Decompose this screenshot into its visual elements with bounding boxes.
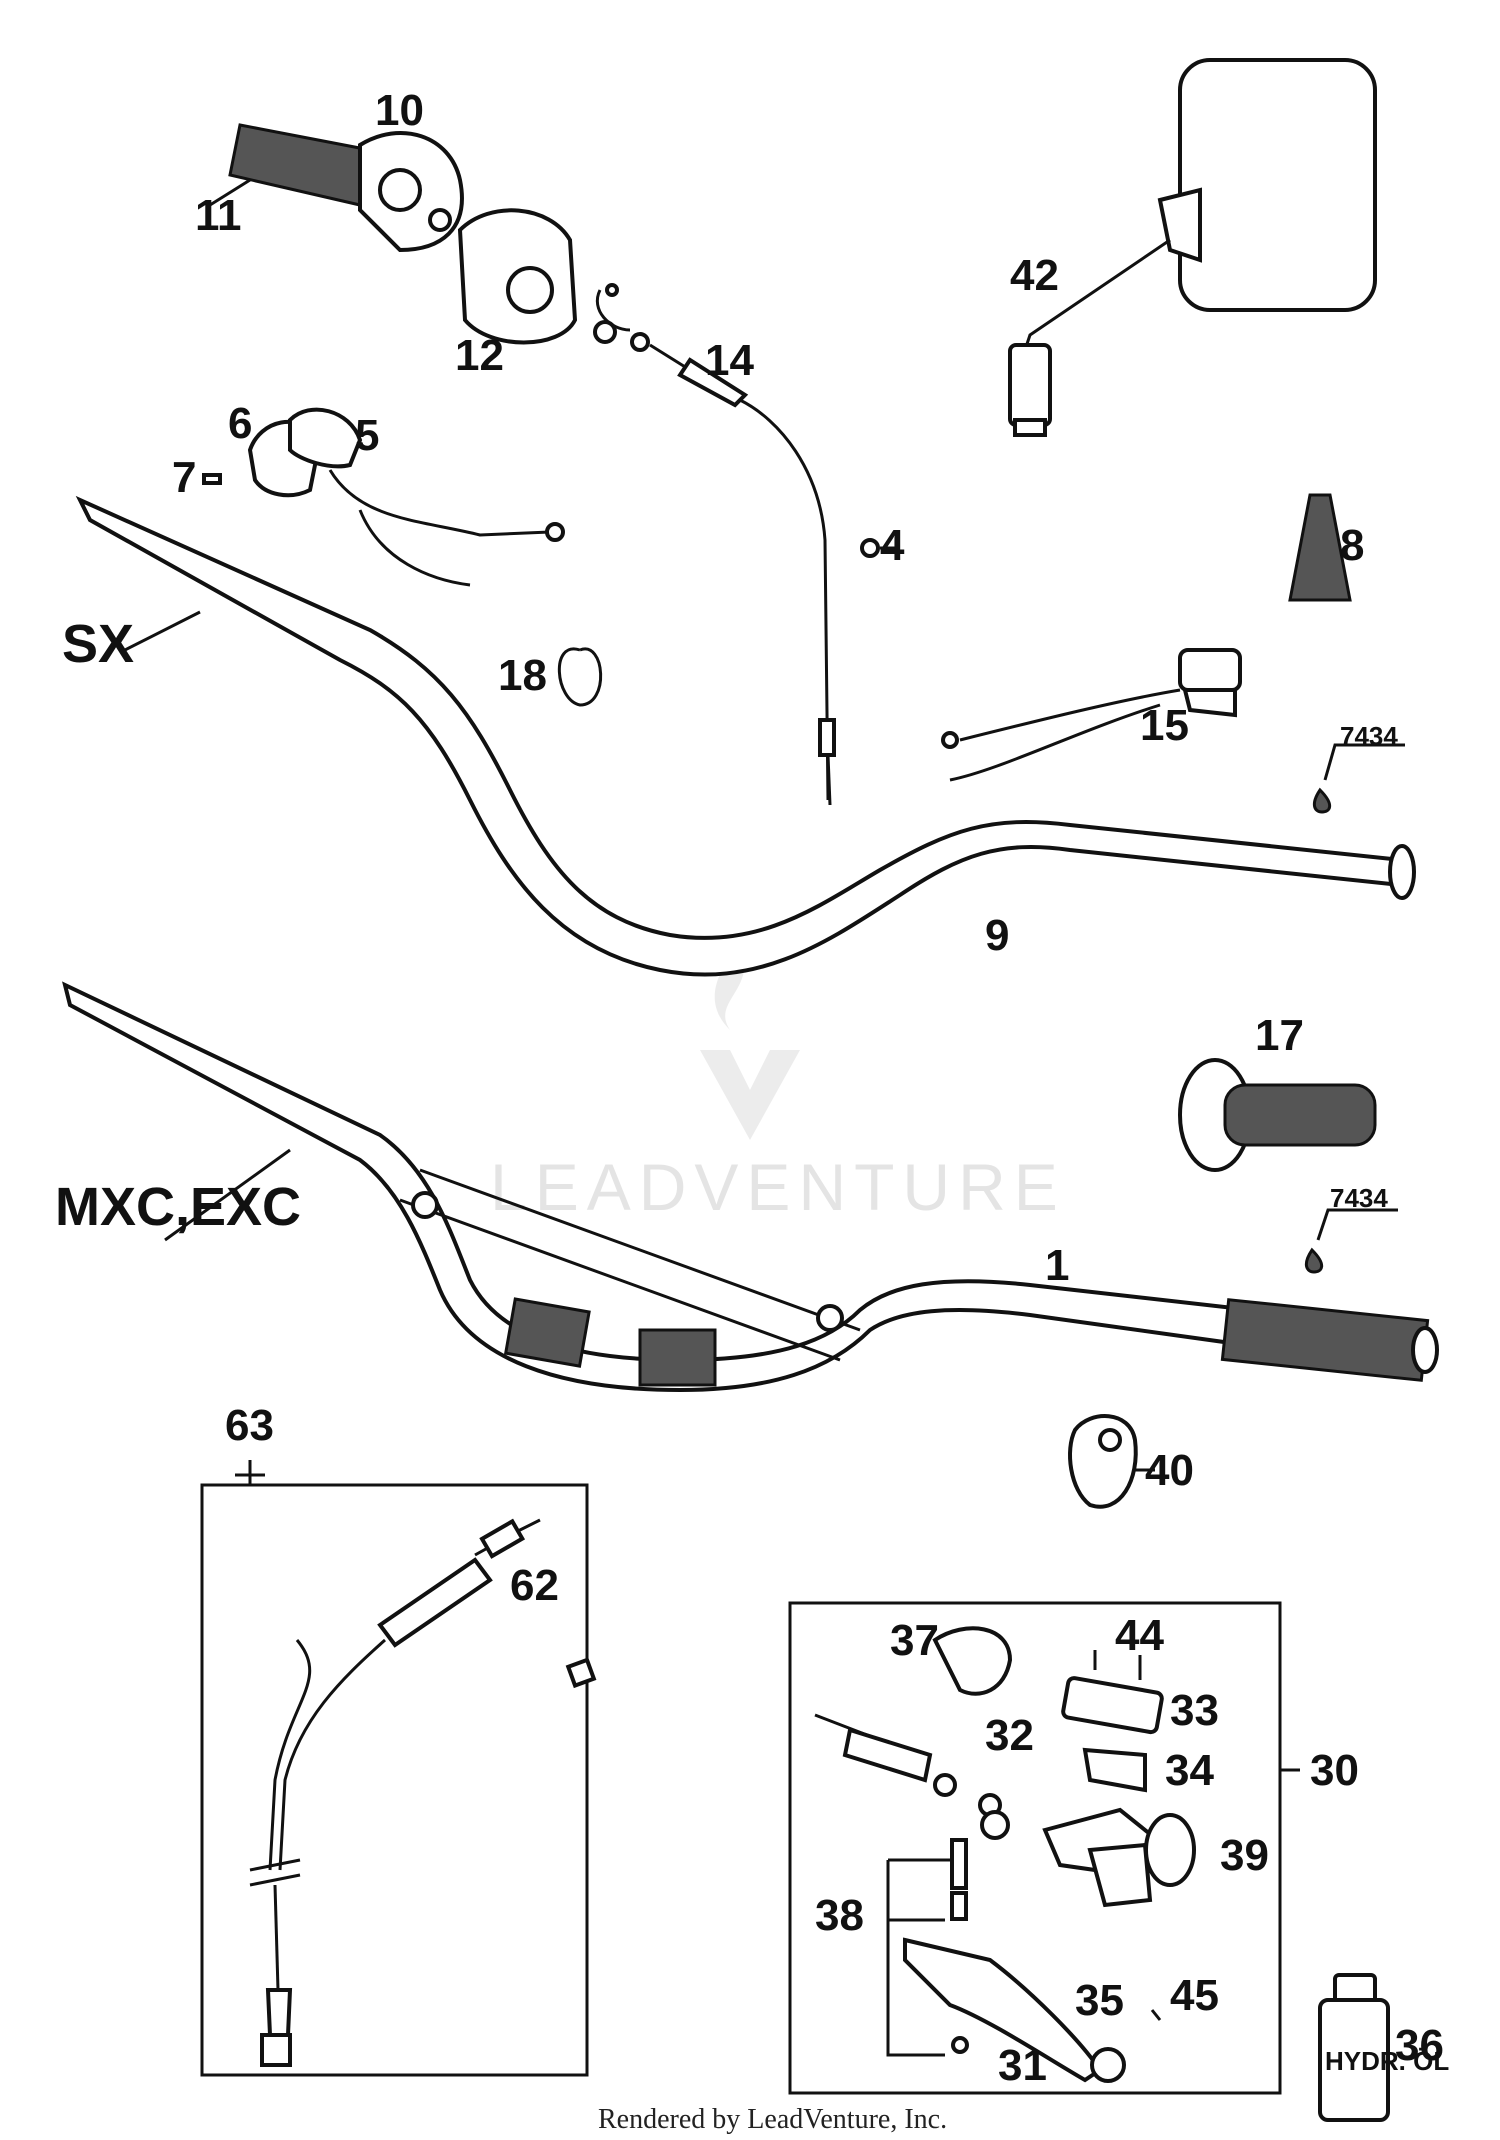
callout-1: 1 bbox=[1045, 1241, 1069, 1290]
mirror bbox=[1008, 58, 1377, 437]
watermark-text: LEADVENTURE bbox=[490, 1150, 1066, 1224]
callout-35: 35 bbox=[1075, 1976, 1124, 2025]
footer-credit: Rendered by LeadVenture, Inc. bbox=[598, 2104, 947, 2135]
callout-32: 32 bbox=[985, 1711, 1034, 1760]
callout-63: 63 bbox=[225, 1401, 274, 1450]
grease-tube bbox=[1288, 493, 1352, 602]
callout-11: 11 bbox=[195, 191, 242, 240]
callout-14: 14 bbox=[705, 336, 754, 385]
light-switch bbox=[941, 648, 1242, 782]
callout-4: 4 bbox=[880, 521, 905, 570]
clamp-40 bbox=[1068, 1414, 1138, 1509]
kill-switch bbox=[202, 407, 565, 587]
clutch-cable-box bbox=[200, 1460, 597, 2077]
callout-6: 6 bbox=[228, 399, 252, 448]
callout-38: 38 bbox=[815, 1891, 864, 1940]
callout-17: 17 bbox=[1255, 1011, 1304, 1060]
loctite-drop-b bbox=[1304, 1247, 1324, 1274]
callout-10: 10 bbox=[375, 86, 424, 135]
nut-4 bbox=[860, 538, 880, 558]
callout-9: 9 bbox=[985, 911, 1009, 960]
clutch-master-box bbox=[788, 1601, 1300, 2095]
callout-30: 30 bbox=[1310, 1746, 1359, 1795]
sx-handlebar bbox=[75, 495, 1416, 977]
callout-31: 31 bbox=[998, 2041, 1047, 2090]
callout-42: 42 bbox=[1010, 251, 1059, 300]
callouts: 10 11 12 14 6 5 7 4 42 8 SX 18 15 7434 9… bbox=[55, 86, 1444, 2090]
throttle-grip bbox=[228, 123, 464, 253]
callout-12: 12 bbox=[455, 331, 504, 380]
hydraulic-oil-bottle: HYDR. ÖL bbox=[1318, 1973, 1449, 2122]
oil-bottle-label: HYDR. ÖL bbox=[1325, 2046, 1449, 2076]
loctite-7434-b: 7434 bbox=[1330, 1183, 1388, 1213]
kit-box-63 bbox=[200, 1483, 589, 2077]
loctite-leader-b bbox=[1316, 1208, 1398, 1241]
callout-36: 36 bbox=[1395, 2021, 1444, 2070]
callout-37: 37 bbox=[890, 1616, 939, 1665]
mxc-exc-handlebar bbox=[62, 981, 1439, 1393]
callout-34: 34 bbox=[1165, 1746, 1214, 1795]
callout-44: 44 bbox=[1115, 1611, 1164, 1660]
throttle-cable bbox=[593, 283, 836, 806]
callout-15: 15 bbox=[1140, 701, 1189, 750]
callout-45: 45 bbox=[1170, 1971, 1219, 2020]
callout-39: 39 bbox=[1220, 1831, 1269, 1880]
callout-62: 62 bbox=[510, 1561, 559, 1610]
callout-5: 5 bbox=[355, 411, 379, 460]
leader-lines bbox=[124, 178, 1155, 1472]
throttle-cover bbox=[457, 208, 578, 345]
kit-box-30 bbox=[788, 1601, 1282, 2095]
loctite-7434-a: 7434 bbox=[1340, 721, 1398, 751]
leadventure-watermark: LEADVENTURE bbox=[490, 940, 1066, 1224]
variant-mxc-exc: MXC,EXC bbox=[55, 1177, 301, 1237]
left-grip bbox=[1178, 1058, 1377, 1172]
callout-40: 40 bbox=[1145, 1446, 1194, 1495]
callout-33: 33 bbox=[1170, 1686, 1219, 1735]
callout-8: 8 bbox=[1340, 521, 1364, 570]
loctite-drop-a bbox=[1312, 787, 1332, 814]
cable-tie bbox=[557, 647, 603, 707]
callout-18: 18 bbox=[498, 651, 547, 700]
callout-7: 7 bbox=[172, 453, 196, 502]
variant-sx: SX bbox=[62, 614, 134, 674]
loctite-leader-a bbox=[1323, 743, 1405, 781]
